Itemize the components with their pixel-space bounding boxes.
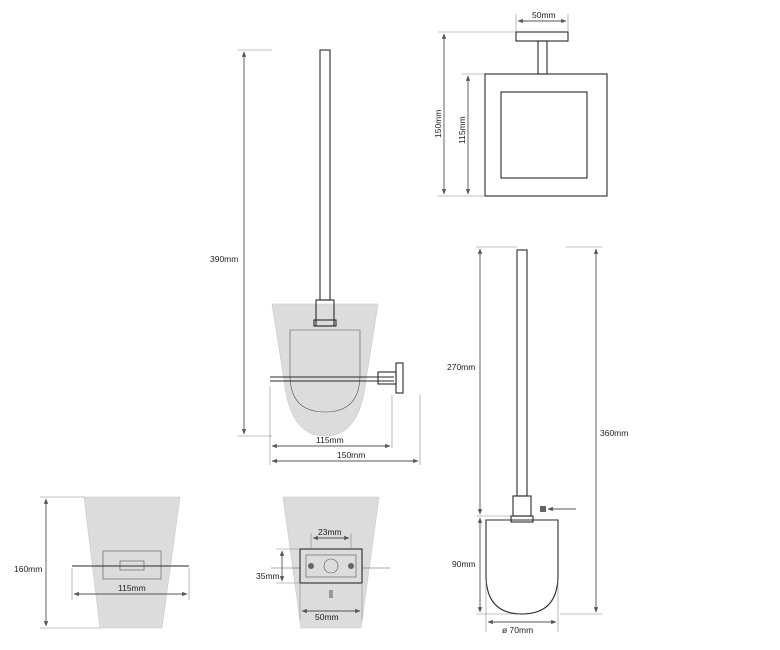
glass-body (83, 496, 181, 629)
plate-outline (299, 548, 363, 584)
label-brush-diameter: ø 70mm (502, 625, 533, 635)
label-glass-rod: 115mm (118, 583, 146, 593)
wall-mount (377, 371, 397, 385)
label-rod-projection: 115mm (316, 435, 344, 445)
brush-head-outline (289, 329, 361, 413)
arm-plate (102, 550, 162, 580)
brush-view: 270mm 90mm 360mm ø 70mm (447, 246, 628, 635)
brush-ring (510, 515, 534, 523)
label-bracket-width: 50mm (532, 10, 556, 20)
label-overall-width: 150mm (337, 450, 365, 460)
brush-handle (319, 49, 331, 301)
outer-frame (484, 73, 608, 197)
label-brush-length: 360mm (600, 428, 628, 438)
label-frame-height: 115mm (457, 116, 467, 144)
glass-back (282, 496, 380, 629)
label-overall-height: 390mm (210, 254, 238, 264)
label-brush-head: 90mm (452, 559, 476, 569)
front-assembly-view: 390mm 115mm 150mm (210, 49, 421, 465)
mount-plate (515, 31, 569, 42)
label-handle-length: 270mm (447, 362, 475, 372)
plate-inner (305, 554, 357, 578)
glass-front-view: 160mm 115mm (14, 496, 190, 629)
wall-plate (395, 362, 404, 394)
screw-slot (329, 590, 333, 598)
label-holder-height: 150mm (433, 110, 443, 138)
brush-head (485, 519, 559, 615)
label-glass-height: 160mm (14, 564, 42, 574)
holder-side-view: 50mm 150mm 115mm (433, 10, 608, 197)
mount-plate-view: 23mm 35mm 50mm (256, 496, 390, 629)
right-hole (348, 563, 354, 569)
label-plate-width: 50mm (315, 612, 339, 622)
label-hole-spacing: 23mm (318, 527, 342, 537)
center-hole (323, 558, 339, 574)
brush-rod (516, 249, 528, 497)
set-screw (540, 506, 546, 512)
collar-ring (313, 319, 337, 327)
glass-cup (271, 303, 379, 437)
left-hole (308, 563, 314, 569)
inner-frame (500, 91, 588, 179)
brush-neck (512, 495, 532, 517)
label-plate-height: 35mm (256, 571, 280, 581)
mount-stem (537, 40, 548, 75)
